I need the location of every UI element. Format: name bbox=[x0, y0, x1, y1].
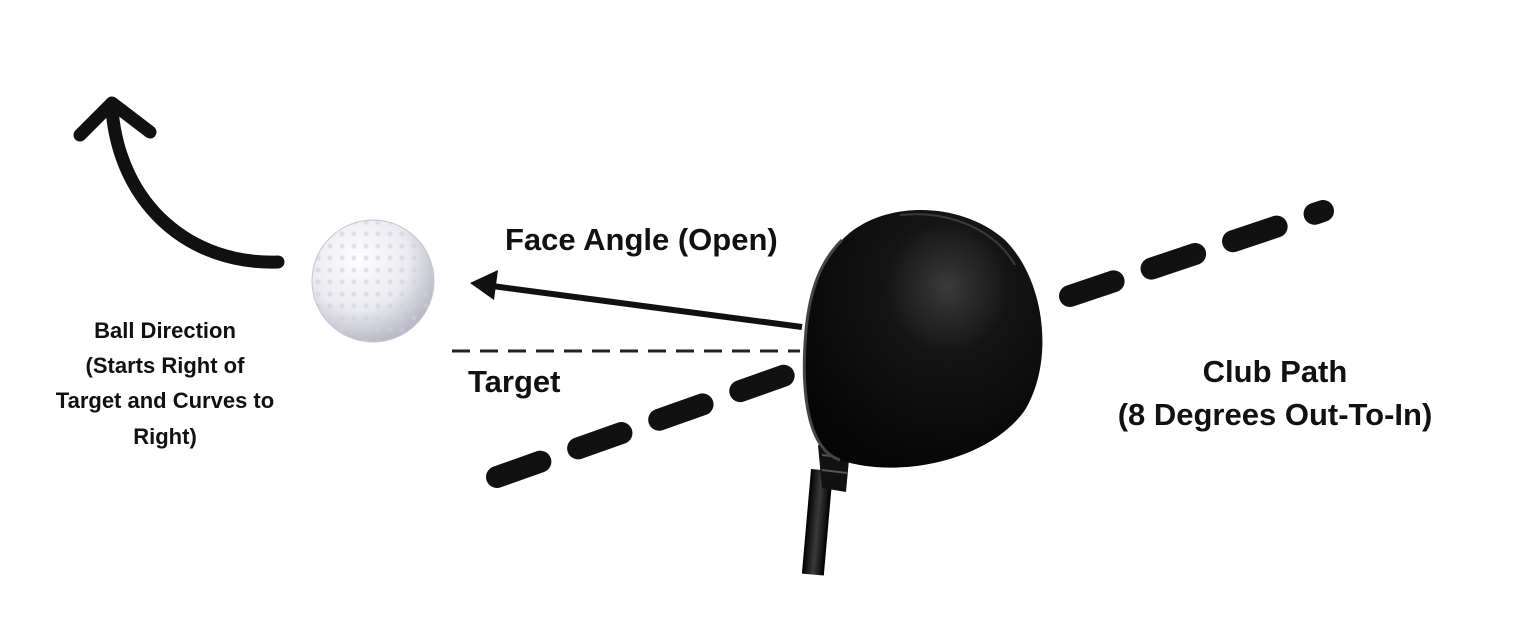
ball-direction-line-4: Right) bbox=[133, 423, 197, 449]
club-path-detail: (8 Degrees Out-To-In) bbox=[1117, 397, 1433, 433]
curved-arrow-icon bbox=[73, 96, 285, 269]
club-path-label: Club Path (8 Degrees Out-To-In) bbox=[1085, 350, 1465, 437]
ball-direction-line-3: Target and Curves to bbox=[55, 388, 275, 414]
golf-ball-icon bbox=[311, 219, 435, 343]
driver-club-icon bbox=[801, 210, 1043, 576]
club-path-title: Club Path bbox=[1202, 354, 1348, 389]
target-label: Target bbox=[468, 364, 561, 399]
face-angle-label: Face Angle (Open) bbox=[505, 222, 778, 257]
ball-direction-line-2: (Starts Right of bbox=[85, 353, 245, 379]
face-angle-arrow bbox=[470, 270, 803, 330]
club-path-line bbox=[486, 200, 1334, 488]
ball-direction-line-1: Ball Direction bbox=[94, 318, 236, 343]
ball-direction-label: Ball Direction (Starts Right of Target a… bbox=[20, 313, 310, 454]
